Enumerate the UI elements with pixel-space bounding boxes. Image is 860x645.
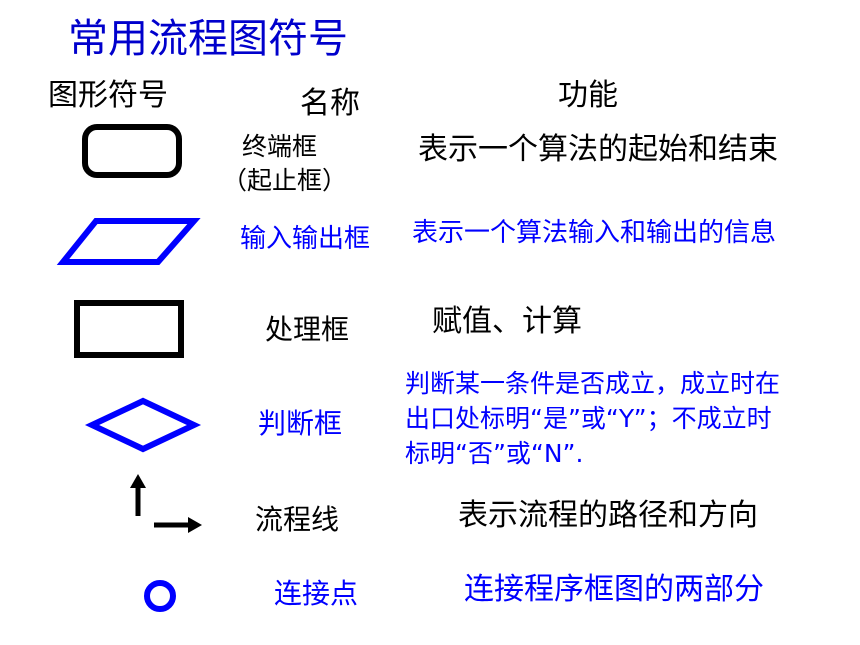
decision-name: 判断框 [258,407,343,440]
flowline-function: 表示流程的路径和方向 [458,498,758,533]
io-name: 输入输出框 [240,224,371,254]
header-name: 名称 [300,86,360,121]
flowline-name: 流程线 [255,503,340,536]
connector-name: 连接点 [274,577,359,610]
process-function: 赋值、计算 [432,304,582,339]
decision-function-line2: 出口处标明“是”或“Y”；不成立时 [405,404,772,433]
rounded-rectangle-icon [82,124,182,178]
terminal-name-line1: 终端框 [242,132,318,161]
page-title: 常用流程图符号 [68,16,348,62]
process-name: 处理框 [265,313,350,346]
circle-icon [144,580,176,612]
header-symbol: 图形符号 [48,78,168,113]
decision-function-line3: 标明“否”或“N”. [405,439,584,468]
decision-function-line1: 判断某一条件是否成立，成立时在 [405,369,781,398]
diamond-icon [84,397,202,453]
connector-function: 连接程序框图的两部分 [464,572,764,607]
parallelogram-icon [56,218,201,265]
flow-arrow-icon [130,474,202,533]
rectangle-icon [74,300,184,358]
terminal-name-line2: （起止框） [222,166,348,195]
terminal-function: 表示一个算法的起始和结束 [418,132,778,167]
io-function: 表示一个算法输入和输出的信息 [412,218,777,248]
header-function: 功能 [558,78,618,113]
